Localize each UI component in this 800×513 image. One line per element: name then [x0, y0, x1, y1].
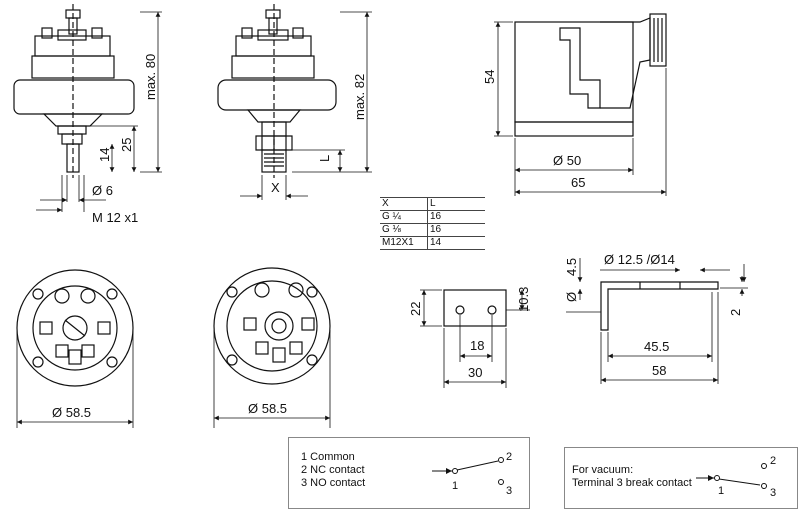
- terminal-2-left: 2: [506, 451, 512, 463]
- dim-dia50: Ø 50: [553, 153, 581, 168]
- dim-dia-small: Ø: [564, 292, 579, 302]
- dim-65: 65: [571, 175, 585, 190]
- legend-line-nc: 2 NC contact: [301, 464, 365, 476]
- contact-symbol-right: [696, 463, 767, 489]
- dim-max80: max. 80: [143, 54, 158, 100]
- dim-max82: max. 82: [352, 74, 367, 120]
- table-row: G ¼ 16: [380, 210, 485, 224]
- connector-side-view: [514, 13, 667, 137]
- table-cell: M12X1: [380, 236, 428, 250]
- switch-side-view-1: [13, 4, 135, 178]
- dim-10-3: 10.3: [516, 287, 531, 312]
- dim-m12: M 12 x1: [92, 210, 138, 225]
- dim-dia58-5-left: Ø 58.5: [52, 405, 91, 420]
- dim-dia12-5: Ø 12.5 /Ø14: [604, 252, 675, 267]
- table-header-l: L: [427, 197, 485, 211]
- dim-45-5: 45.5: [644, 339, 669, 354]
- switch-bottom-view-2: [213, 267, 331, 385]
- dim-25: 25: [119, 138, 134, 152]
- dim-l: L: [317, 155, 332, 162]
- bracket-side-view: [600, 281, 719, 331]
- bracket-front-view: [443, 289, 507, 327]
- table-cell: 16: [427, 210, 485, 224]
- dim-58: 58: [652, 363, 666, 378]
- legend-line-terminal3: Terminal 3 break contact: [572, 477, 692, 489]
- switch-bottom-view-1: [16, 269, 134, 387]
- dim-22: 22: [408, 302, 423, 316]
- table-cell: 14: [427, 236, 485, 250]
- thread-table: X L G ¼ 16 G ⅛ 16 M12X1 14: [380, 197, 485, 250]
- table-header-row: X L: [380, 197, 485, 211]
- legend-line-no: 3 NO contact: [301, 477, 366, 489]
- switch-side-view-2: [217, 4, 337, 178]
- table-cell: 16: [427, 223, 485, 237]
- table-row: G ⅛ 16: [380, 223, 485, 237]
- dim-30: 30: [468, 365, 482, 380]
- dim-2: 2: [728, 309, 743, 316]
- dim-54: 54: [482, 70, 497, 84]
- dim-x: X: [271, 180, 280, 195]
- terminal-3-right: 3: [770, 487, 776, 499]
- table-row: M12X1 14: [380, 236, 485, 250]
- dim-dia58-5-right: Ø 58.5: [248, 401, 287, 416]
- contact-legend-right: For vacuum: Terminal 3 break contact: [564, 447, 798, 509]
- terminal-1-right: 1: [718, 485, 724, 497]
- contact-symbol-left: [432, 457, 504, 485]
- table-cell: G ¼: [380, 210, 428, 224]
- dim-4-5: 4.5: [564, 258, 579, 276]
- dim-18: 18: [470, 338, 484, 353]
- terminal-2-right: 2: [770, 455, 776, 467]
- legend-line-common: 1 Common: [301, 451, 355, 463]
- table-cell: G ⅛: [380, 223, 428, 237]
- dim-dia6: Ø 6: [92, 183, 113, 198]
- terminal-1-left: 1: [452, 480, 458, 492]
- table-header-x: X: [380, 197, 428, 211]
- terminal-3-left: 3: [506, 485, 512, 497]
- contact-legend-left: 1 Common 2 NC contact 3 NO contact: [288, 437, 530, 509]
- dim-14: 14: [97, 148, 112, 162]
- legend-line-vacuum: For vacuum:: [572, 464, 634, 476]
